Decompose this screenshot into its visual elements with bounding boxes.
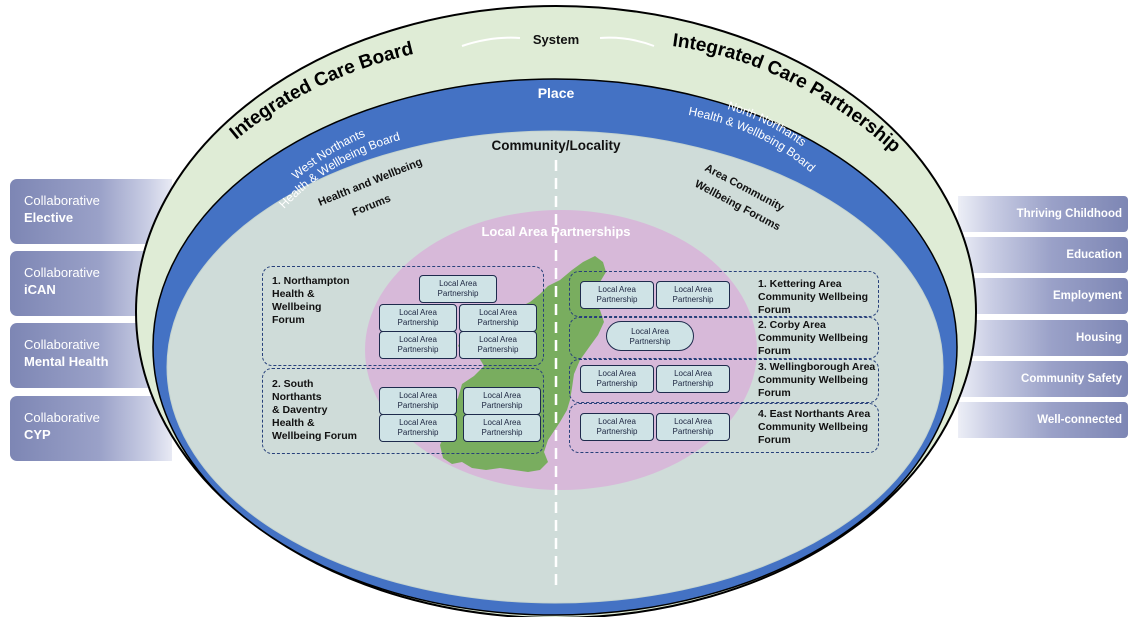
tab-name: Elective	[24, 210, 74, 225]
forum-label-line: 2. South	[272, 378, 314, 390]
northampton-forum-label: 1. Northampton Health & Wellbeing Forum	[272, 275, 350, 327]
forum-label-line: Forum	[272, 314, 305, 326]
forum-label-line: Community Wellbeing	[758, 332, 869, 344]
forum-label-line: 3. Wellingborough Area	[758, 361, 876, 373]
northampton-forum-region	[262, 266, 544, 366]
forum-label-line: & Daventry	[272, 404, 328, 416]
tab-prefix: Collaborative	[24, 410, 100, 425]
right-tab-housing: Housing	[958, 320, 1128, 356]
wellingborough-forum-label: 3. Wellingborough Area Community Wellbei…	[758, 361, 875, 400]
forum-label-line: Forum	[758, 387, 791, 399]
forum-label-line: Community Wellbeing	[758, 374, 869, 386]
tab-name: CYP	[24, 427, 51, 442]
kettering-forum-region	[569, 271, 879, 317]
forum-label-line: 4. East Northants Area	[758, 408, 871, 420]
right-tab-thriving-childhood: Thriving Childhood	[958, 196, 1128, 232]
corby-forum-label: 2. Corby Area Community Wellbeing Forum	[758, 319, 868, 358]
left-tab-elective: Collaborative Elective	[10, 179, 172, 244]
system-label-line-right	[599, 36, 655, 47]
east-northants-forum-label: 4. East Northants Area Community Wellbei…	[758, 408, 870, 447]
east-northants-forum-region	[569, 403, 879, 453]
forum-label-line: Forum	[758, 304, 791, 316]
corby-forum-region	[569, 317, 879, 359]
forum-label-line: Community Wellbeing	[758, 421, 869, 433]
forum-label-line: 2. Corby Area	[758, 319, 826, 331]
forum-label-line: Wellbeing	[272, 301, 322, 313]
south-northants-forum-label: 2. South Northants & Daventry Health & W…	[272, 378, 357, 443]
right-tab-education: Education	[958, 237, 1128, 273]
south-northants-forum-region	[262, 368, 544, 454]
tab-prefix: Collaborative	[24, 265, 100, 280]
community-title: Community/Locality	[491, 138, 621, 153]
forum-label-line: 1. Northampton	[272, 275, 350, 287]
kettering-forum-label: 1. Kettering Area Community Wellbeing Fo…	[758, 278, 868, 317]
forum-label-line: Forum	[758, 345, 791, 357]
forum-label-line: 1. Kettering Area	[758, 278, 842, 290]
place-title: Place	[538, 85, 575, 101]
local-area-partnerships-title: Local Area Partnerships	[481, 224, 630, 239]
forum-label-line: Northants	[272, 391, 322, 403]
wellingborough-forum-region	[569, 359, 879, 403]
left-tab-cyp: Collaborative CYP	[10, 396, 172, 461]
forum-label-line: Forum	[758, 434, 791, 446]
forum-label-line: Health &	[272, 288, 315, 300]
tab-prefix: Collaborative	[24, 337, 100, 352]
right-tab-community-safety: Community Safety	[958, 361, 1128, 397]
forum-label-line: Wellbeing Forum	[272, 430, 357, 442]
system-title: System	[533, 32, 579, 47]
right-tab-employment: Employment	[958, 278, 1128, 314]
forum-label-line: Community Wellbeing	[758, 291, 869, 303]
forum-label-line: Health &	[272, 417, 315, 429]
tab-name: iCAN	[24, 282, 56, 297]
system-label-line-left	[461, 36, 521, 47]
tab-name: Mental Health	[24, 354, 109, 369]
right-tab-well-connected: Well-connected	[958, 402, 1128, 438]
tab-prefix: Collaborative	[24, 193, 100, 208]
